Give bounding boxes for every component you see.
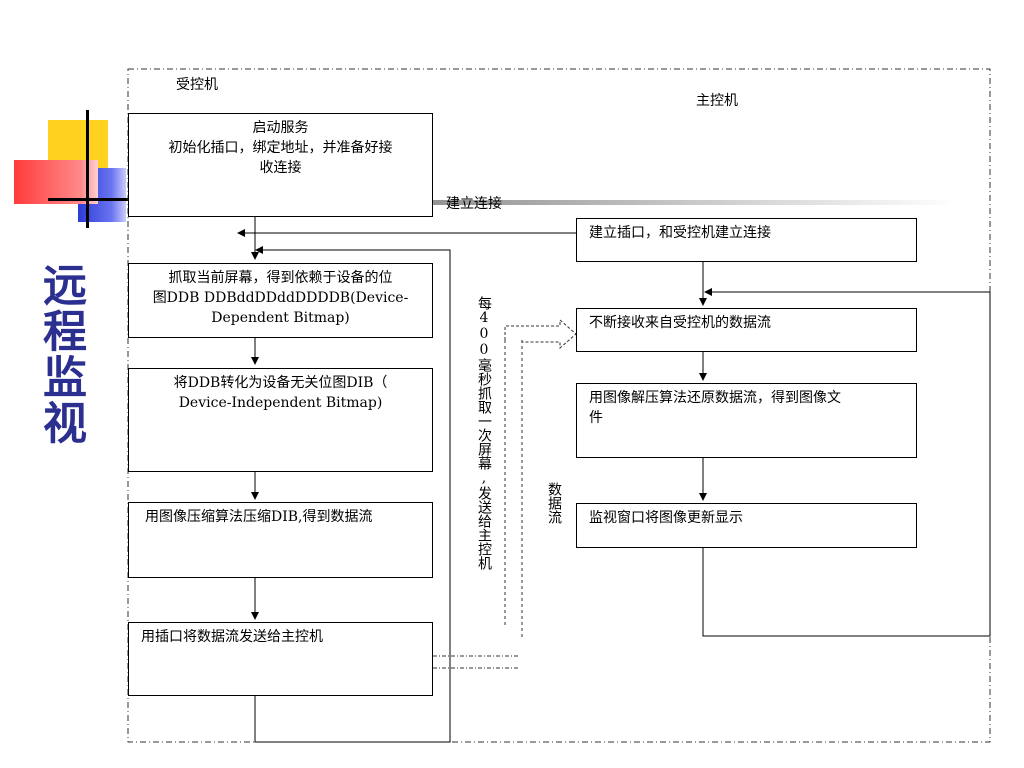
master-machine-label: 主控机 [696,93,738,109]
receive-stream-box: 不断接收来自受控机的数据流 [576,308,917,352]
interval-note: 每400毫秒抓取一次屏幕,发送给主控机 [476,296,492,570]
establish-connection-label: 建立连接 [446,196,502,212]
controlled-machine-label: 受控机 [176,77,218,93]
data-stream-label: 数据流 [546,482,562,524]
decompress-box: 用图像解压算法还原数据流，得到图像文 件 [576,383,917,458]
box-line: 件 [589,410,603,426]
box-line: 监视窗口将图像更新显示 [589,510,743,526]
display-update-box: 监视窗口将图像更新显示 [576,503,917,548]
box-line: 用图像解压算法还原数据流，得到图像文 [589,390,841,406]
send-box: 用插口将数据流发送给主控机 [128,622,433,696]
box-line: 收连接 [259,160,302,176]
start-service-box: 启动服务 初始化插口，绑定地址，并准备好接 收连接 [128,113,433,217]
deco-red-square [14,160,98,204]
create-socket-box: 建立插口，和受控机建立连接 [576,218,917,262]
box-line: 抓取当前屏幕，得到依赖于设备的位 [168,270,393,286]
deco-vertical-line [86,110,89,228]
deco-horizontal-line [48,198,128,201]
slide-title: 远程监视 [35,262,86,446]
box-line: 启动服务 [252,120,309,136]
box-line: 图DDB DDBddDDddDDDDB(Device- [152,290,409,306]
box-line: 将DDB转化为设备无关位图DIB（ [173,375,388,391]
box-line: 不断接收来自受控机的数据流 [589,315,771,331]
box-line: Dependent Bitmap) [211,310,350,326]
convert-dib-box: 将DDB转化为设备无关位图DIB（ Device-Independent Bit… [128,368,433,472]
box-line: 初始化插口，绑定地址，并准备好接 [168,140,393,156]
compress-box: 用图像压缩算法压缩DIB,得到数据流 [128,502,433,578]
capture-screen-box: 抓取当前屏幕，得到依赖于设备的位 图DDB DDBddDDddDDDDB(Dev… [128,263,433,338]
box-line: 用插口将数据流发送给主控机 [141,629,323,645]
box-line: 建立插口，和受控机建立连接 [589,225,771,241]
box-line: 用图像压缩算法压缩DIB,得到数据流 [145,509,373,525]
box-line: Device-Independent Bitmap) [178,395,383,411]
